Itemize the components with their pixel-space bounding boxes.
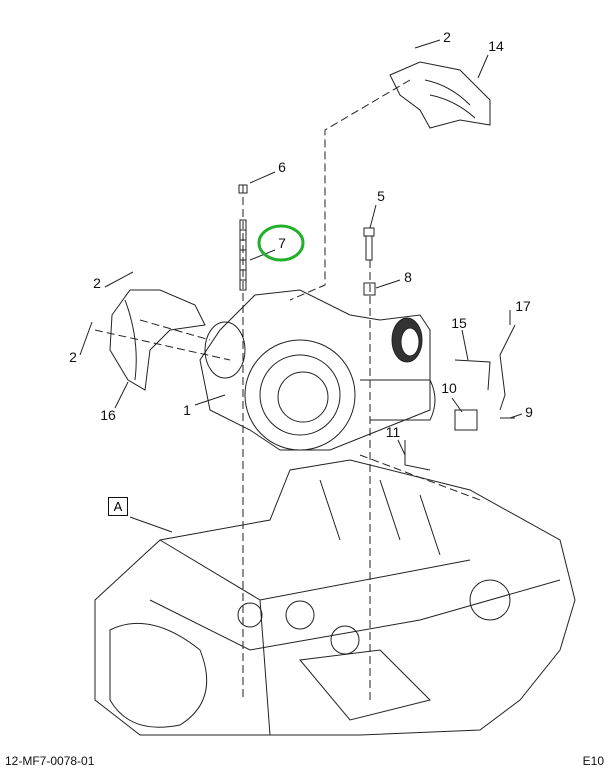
- callout-16[interactable]: 16: [100, 407, 116, 423]
- callout-10[interactable]: 10: [441, 380, 457, 396]
- callout-1[interactable]: 1: [183, 402, 191, 418]
- callout-6[interactable]: 6: [278, 159, 286, 175]
- highlight-ring-callout-7: [257, 224, 305, 262]
- callout-7[interactable]: 7: [278, 235, 286, 251]
- page-code: E10: [582, 754, 604, 768]
- callout-2[interactable]: 2: [443, 29, 451, 45]
- stud-6: [238, 184, 248, 291]
- drawing-number: 12-MF7-0078-01: [5, 754, 95, 768]
- callout-17[interactable]: 17: [515, 298, 531, 314]
- spacer-8: [363, 282, 376, 296]
- callout-9[interactable]: 9: [525, 404, 533, 420]
- engine-block: [94, 459, 576, 736]
- bolt-5: [363, 227, 375, 261]
- callout-11[interactable]: 11: [385, 424, 401, 440]
- callout-leaders: [79, 39, 523, 533]
- turbocharger-1: [199, 289, 436, 451]
- callout-8[interactable]: 8: [404, 269, 412, 285]
- bracket-11: [404, 440, 431, 471]
- tube-17: [499, 324, 516, 411]
- assembly-leader-lines: [94, 79, 481, 700]
- callout-15[interactable]: 15: [451, 315, 467, 331]
- heat-shield-14: [389, 61, 491, 129]
- actuator-10: [454, 409, 478, 431]
- callout-5[interactable]: 5: [377, 188, 385, 204]
- callout-14[interactable]: 14: [488, 38, 504, 54]
- heat-shield-16: [109, 289, 206, 391]
- callout-2[interactable]: 2: [69, 349, 77, 365]
- tube-15: [454, 359, 491, 391]
- callout-2[interactable]: 2: [93, 275, 101, 291]
- view-reference-label: A: [108, 497, 128, 516]
